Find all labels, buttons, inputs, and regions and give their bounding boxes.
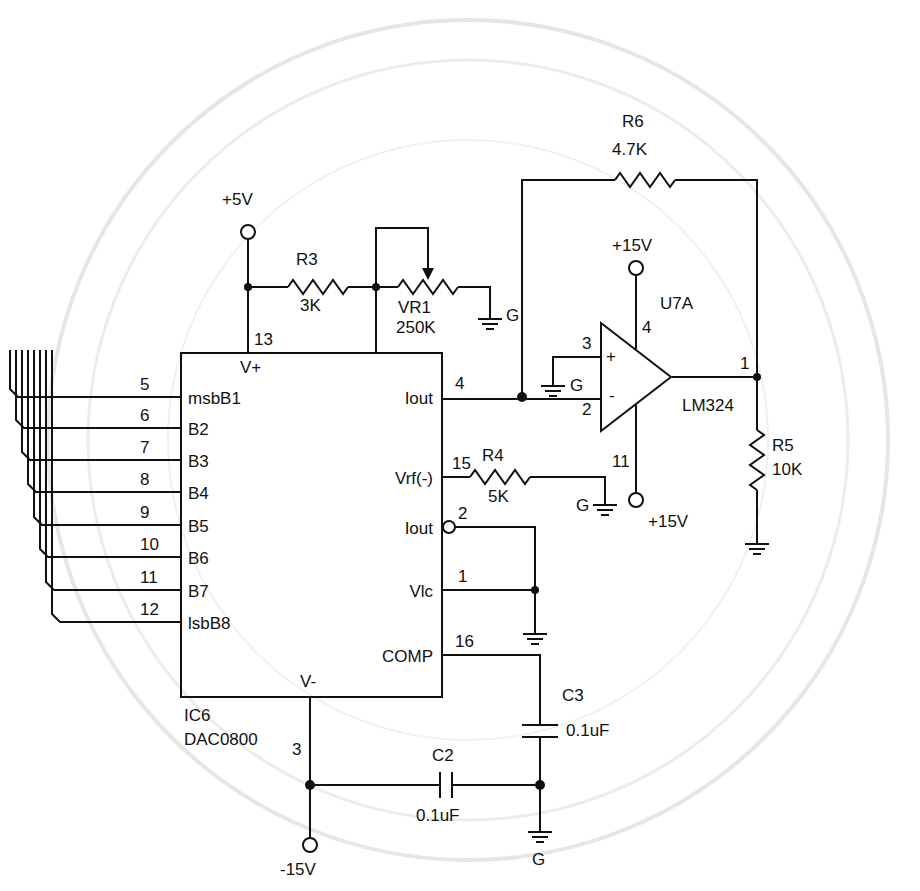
compensation-pin-name: COMP bbox=[382, 647, 433, 667]
component-value: 0.1uF bbox=[566, 721, 609, 741]
component-name: C3 bbox=[562, 686, 584, 706]
pin-number: 1 bbox=[740, 354, 749, 374]
part-reference: U7A bbox=[660, 294, 693, 314]
output-pin-name: Iout bbox=[405, 519, 433, 539]
component-name: R5 bbox=[772, 436, 794, 456]
bus-wire bbox=[40, 350, 180, 557]
pin-number: 11 bbox=[140, 568, 158, 588]
pin-number: 2 bbox=[582, 400, 591, 420]
reference-pin-name: Vrf(-) bbox=[395, 469, 433, 489]
resistor-symbol bbox=[470, 470, 530, 484]
ground-label: G bbox=[570, 376, 583, 396]
supply-5v-wiring bbox=[241, 225, 502, 352]
bus-wire bbox=[46, 350, 180, 590]
pin-number: 7 bbox=[140, 438, 149, 458]
dac-output-wiring bbox=[303, 470, 617, 852]
watermark-seal bbox=[48, 20, 888, 860]
supply-label: +5V bbox=[222, 190, 253, 210]
ground-symbol bbox=[745, 530, 769, 554]
component-name: R6 bbox=[622, 112, 644, 132]
opamp-triangle-outline bbox=[601, 323, 671, 431]
pin-number: 16 bbox=[455, 632, 474, 652]
bus-wire bbox=[10, 350, 180, 397]
supply-pin-name: V+ bbox=[240, 358, 261, 378]
pin-number: 12 bbox=[140, 600, 159, 620]
component-value: 10K bbox=[772, 460, 802, 480]
supply-pin-name: V- bbox=[300, 672, 316, 692]
resistor-symbol bbox=[615, 173, 675, 187]
component-name: C2 bbox=[432, 746, 454, 766]
pin-number: 9 bbox=[140, 503, 149, 523]
resistor-symbol bbox=[288, 280, 348, 294]
part-number: DAC0800 bbox=[184, 730, 258, 750]
pin-number: 3 bbox=[292, 740, 301, 760]
signal-wire bbox=[443, 398, 601, 400]
input-sign: - bbox=[609, 386, 615, 406]
data-bus-wires bbox=[10, 350, 180, 622]
pin-number: 8 bbox=[140, 470, 149, 490]
potentiometer-symbol bbox=[398, 280, 458, 294]
ground-symbol bbox=[593, 491, 617, 515]
bit-pin-name: B2 bbox=[188, 420, 209, 440]
ic-body: V+msbB1B2B3B4B5B6B7lsbB8IoutVrf(-)IoutVl… bbox=[180, 352, 443, 698]
ground-label: G bbox=[576, 496, 589, 516]
pin-number: 4 bbox=[642, 318, 651, 338]
pin-number: 5 bbox=[140, 375, 149, 395]
bit-pin-name: B5 bbox=[188, 517, 209, 537]
resistor-symbol bbox=[750, 430, 764, 490]
component-name: R4 bbox=[482, 446, 504, 466]
pin-number: 1 bbox=[458, 567, 467, 587]
opamp-outline bbox=[600, 322, 672, 432]
control-pin-name: Vlc bbox=[409, 582, 433, 602]
ground-symbol bbox=[528, 818, 552, 842]
component-name: VR1 bbox=[398, 298, 431, 318]
bit-pin-name: msbB1 bbox=[188, 389, 241, 409]
pin-number: 15 bbox=[452, 454, 471, 474]
component-name: R3 bbox=[296, 250, 318, 270]
bit-pin-name: B4 bbox=[188, 484, 209, 504]
part-number: LM324 bbox=[682, 396, 734, 416]
component-value: 250K bbox=[396, 318, 436, 338]
pin-number: 13 bbox=[254, 330, 273, 350]
input-sign: + bbox=[606, 347, 616, 367]
supply-label: +15V bbox=[648, 512, 688, 532]
bit-pin-name: B3 bbox=[188, 452, 209, 472]
ground-symbol bbox=[478, 305, 502, 329]
pin-number: 3 bbox=[582, 334, 591, 354]
bit-pin-name: lsbB8 bbox=[188, 614, 231, 634]
bus-wire bbox=[28, 350, 180, 492]
supply-label: -15V bbox=[280, 860, 316, 880]
pin-number: 4 bbox=[455, 374, 464, 394]
pin-number: 2 bbox=[458, 504, 467, 524]
opamp-wiring bbox=[517, 173, 769, 554]
bit-pin-name: B6 bbox=[188, 549, 209, 569]
bus-wire bbox=[52, 350, 180, 622]
part-reference: IC6 bbox=[184, 706, 210, 726]
ground-symbol bbox=[541, 372, 565, 396]
ground-label: G bbox=[506, 306, 519, 326]
component-value: 3K bbox=[300, 296, 321, 316]
bit-pin-name: B7 bbox=[188, 582, 209, 602]
bus-wire bbox=[34, 350, 180, 525]
output-pin-name: Iout bbox=[405, 389, 433, 409]
ground-label: G bbox=[532, 850, 545, 870]
opamp-triangle: +- bbox=[600, 322, 672, 432]
pin-number: 11 bbox=[612, 452, 630, 472]
component-value: 0.1uF bbox=[416, 806, 459, 826]
ground-symbol bbox=[523, 620, 547, 644]
pin-number: 6 bbox=[140, 406, 149, 426]
component-value: 5K bbox=[488, 487, 509, 507]
component-value: 4.7K bbox=[612, 140, 647, 160]
pin-number: 10 bbox=[140, 535, 159, 555]
supply-label: +15V bbox=[612, 236, 652, 256]
